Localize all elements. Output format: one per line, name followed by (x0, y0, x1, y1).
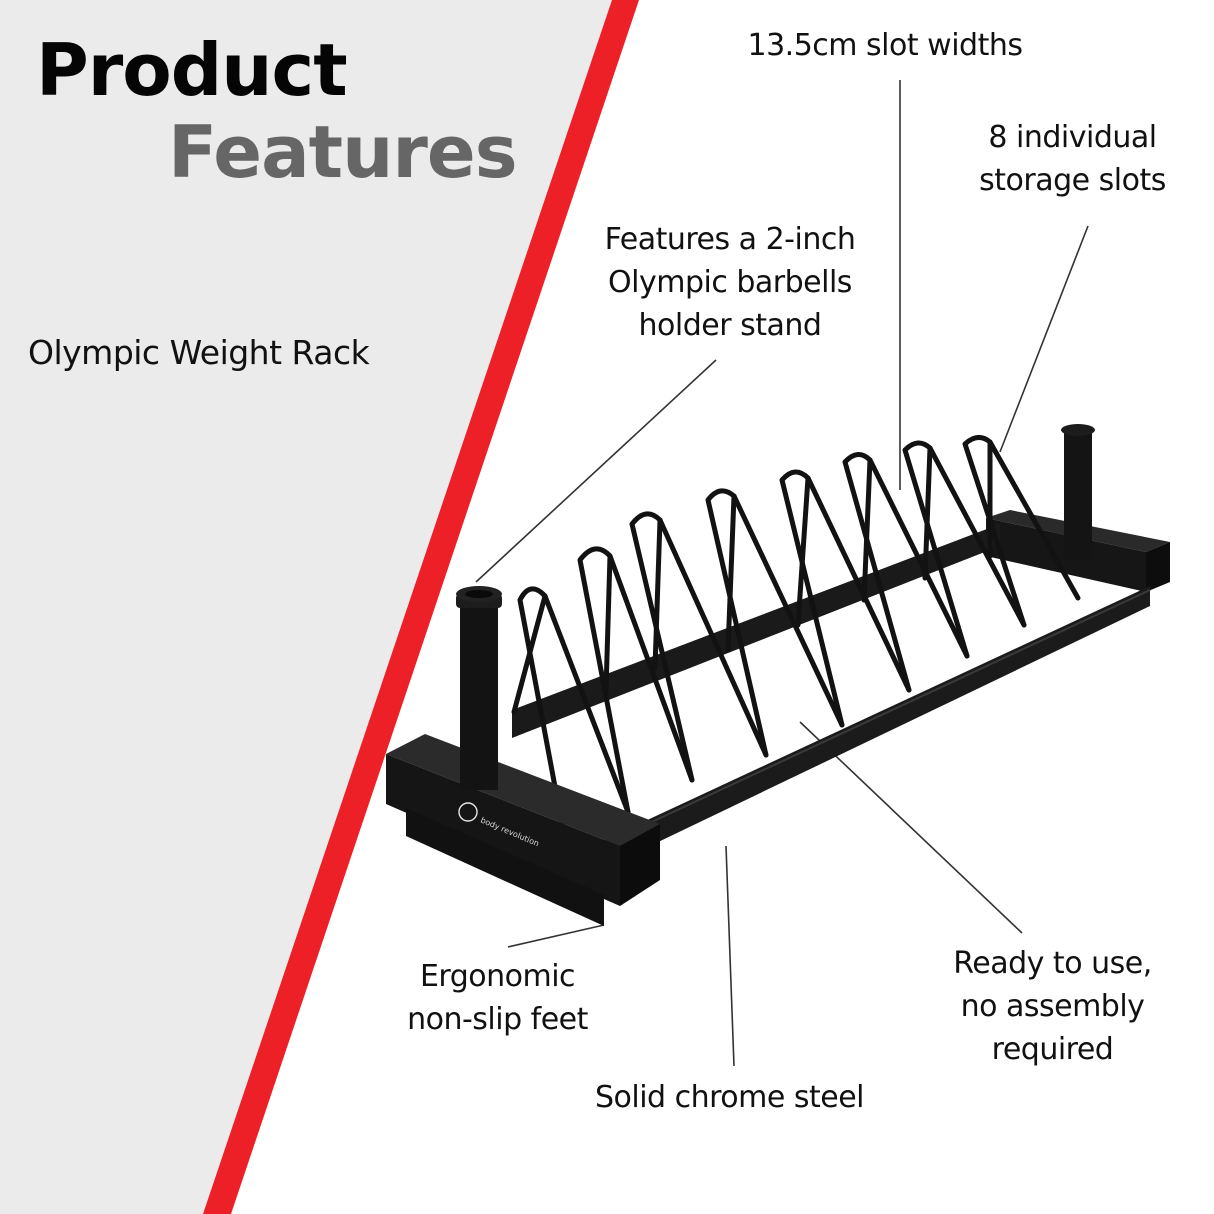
leader-material (725, 845, 735, 1067)
title-features: Features (168, 110, 518, 194)
front-barbell-post (456, 586, 502, 790)
leader-barbell-holder (475, 359, 717, 583)
callout-storage-slots: 8 individual storage slots (979, 120, 1166, 198)
product-name: Olympic Weight Rack (28, 333, 370, 372)
leader-lines (475, 80, 1089, 1067)
front-base-block: body revolution (386, 734, 660, 926)
storage-slot-wires (511, 435, 1081, 843)
logo-circle-icon (458, 802, 478, 822)
red-diagonal-stripe (203, 0, 639, 1214)
callout-barbell-holder: Features a 2-inch Olympic barbells holde… (604, 222, 856, 343)
callout-assembly: Ready to use, no assembly required (953, 946, 1152, 1067)
front-rail (600, 586, 1150, 868)
title-product: Product (36, 28, 348, 112)
leader-storage-slots (999, 225, 1089, 453)
leader-assembly (799, 721, 1023, 934)
callout-slot-widths: 13.5cm slot widths (747, 28, 1024, 63)
leader-non-slip-feet (507, 924, 605, 948)
left-grey-panel (0, 0, 612, 1214)
non-slip-foot (406, 808, 604, 926)
callout-non-slip-feet: Ergonomic non-slip feet (407, 959, 588, 1037)
callout-material: Solid chrome steel (594, 1080, 865, 1115)
back-barbell-post (1061, 424, 1095, 560)
